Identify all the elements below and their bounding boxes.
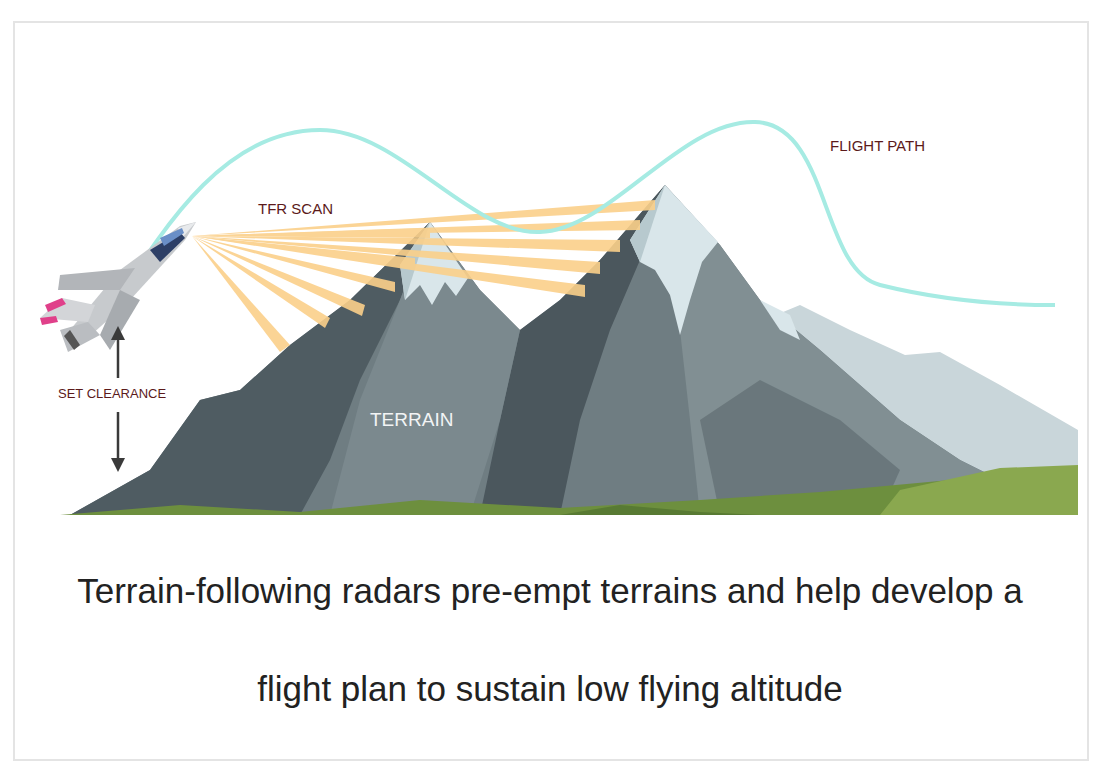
caption: Terrain-following radars pre-empt terrai… — [50, 542, 1050, 738]
scan-label: TFR SCAN — [258, 200, 333, 217]
terrain-label: TERRAIN — [370, 409, 453, 431]
clearance-label: SET CLEARANCE — [58, 386, 166, 401]
flight-path-label: FLIGHT PATH — [830, 137, 925, 154]
